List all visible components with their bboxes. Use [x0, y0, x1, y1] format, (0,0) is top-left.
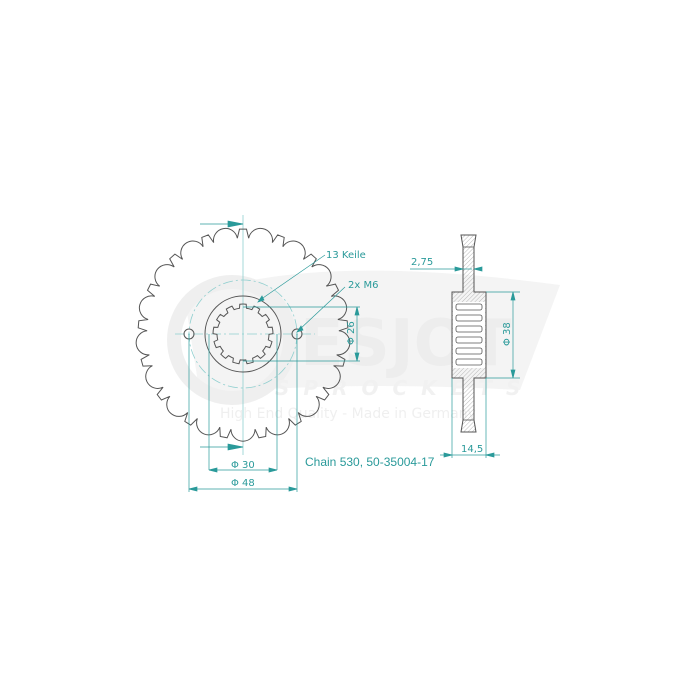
sprocket-outline: [135, 227, 351, 442]
front-dimensions: [188, 220, 360, 492]
watermark-tagline: High End Quality - Made in Germany: [220, 406, 476, 422]
side-spline-area: [453, 302, 485, 368]
watermark-sub: SPROCKETS: [275, 376, 534, 400]
dia48-arrow-left: [188, 486, 198, 492]
side-spline-band: [455, 336, 483, 344]
dim275-arrow-right: [473, 266, 483, 272]
dim145-arrow-left: [443, 452, 453, 458]
leader-splines: [259, 254, 326, 301]
side-spline-band: [455, 358, 483, 366]
caption: Chain 530, 50-35004-17: [305, 455, 435, 469]
label-dia26: Φ 26: [346, 321, 357, 345]
side-dimensions: [410, 266, 520, 458]
side-splines: [453, 302, 485, 368]
label-splines: 13 Keile: [326, 250, 366, 261]
leader-splines-arrow: [257, 295, 265, 303]
label-bolts: 2x M6: [348, 280, 378, 291]
top-arrow-head: [227, 220, 244, 228]
hub-outer-circle: [204, 295, 282, 373]
leader-bolts: [298, 286, 346, 331]
dia48-arrow-right: [288, 486, 298, 492]
side-spline-band: [455, 314, 483, 322]
side-spline-band: [455, 325, 483, 333]
label-275: 2,75: [411, 257, 433, 268]
dim38-arrow-top: [510, 291, 516, 301]
label-dia48: Φ 48: [231, 478, 255, 489]
label-dia30: Φ 30: [231, 460, 255, 471]
bottom-arrow-head: [227, 443, 244, 451]
leader-bolts-arrow: [296, 325, 304, 333]
label-dia38: Φ 38: [502, 322, 513, 346]
dim38-arrow-bottom: [510, 369, 516, 379]
dia30-arrow-right: [268, 467, 278, 473]
watermark-logo-circle: [167, 275, 297, 405]
dia30-arrow-left: [208, 467, 218, 473]
dia26-arrow-top: [354, 306, 360, 316]
side-view: [451, 234, 487, 433]
dia26-arrow-bottom: [354, 352, 360, 362]
label-145: 14,5: [461, 444, 483, 455]
spline-outline: [212, 303, 274, 365]
dim275-arrow-left: [454, 266, 464, 272]
side-spline-band: [455, 347, 483, 355]
dim145-arrow-right: [485, 452, 495, 458]
side-spline-band: [455, 303, 483, 311]
